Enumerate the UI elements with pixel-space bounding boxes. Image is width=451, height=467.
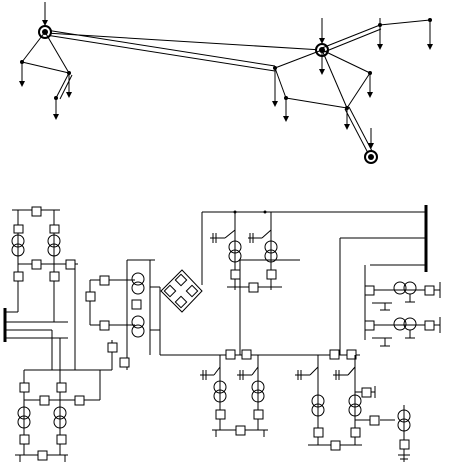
top-network bbox=[19, 2, 433, 164]
substation-lower-left bbox=[15, 330, 101, 462]
bottom-schematic bbox=[3, 205, 441, 462]
substation-top-middle bbox=[201, 210, 425, 293]
substation-bottom-b bbox=[295, 355, 395, 451]
substation-right bbox=[364, 265, 441, 347]
rectifier-bridge bbox=[160, 269, 203, 313]
substation-bottom-a bbox=[200, 355, 268, 437]
converter-middle bbox=[75, 259, 161, 371]
isolated-transformer bbox=[397, 405, 411, 462]
substation-upper-left bbox=[11, 206, 78, 370]
